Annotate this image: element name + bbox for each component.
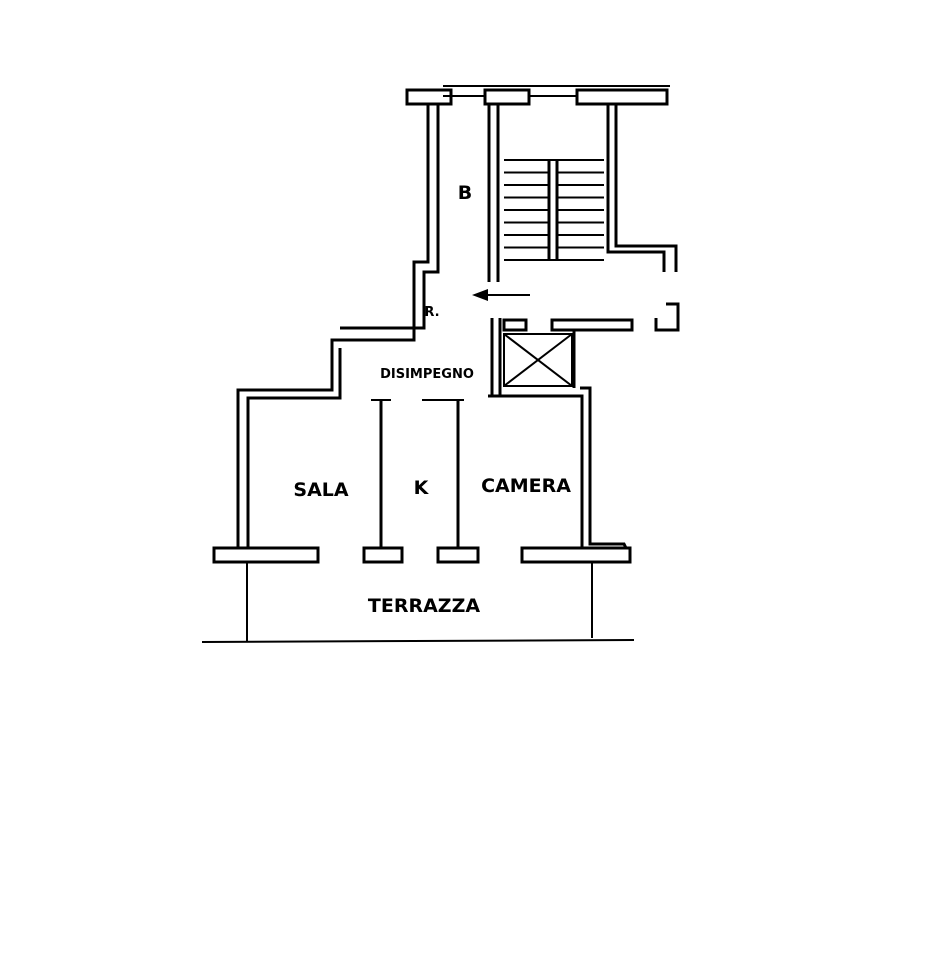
room-label-bathroom: B	[458, 182, 472, 204]
room-label-living-room: SALA	[293, 479, 348, 501]
stair-treads	[504, 171, 604, 249]
terrace-outline	[201, 562, 635, 643]
bedroom-walls	[488, 386, 632, 557]
partitions	[371, 399, 464, 548]
top-wall	[405, 85, 670, 106]
crossed-box-icon	[490, 318, 634, 396]
room-label-storage: R.	[424, 305, 439, 320]
room-label-bedroom: CAMERA	[481, 475, 571, 497]
room-label-hallway: DISIMPEGNO	[380, 367, 474, 382]
room-label-kitchen: K	[414, 477, 430, 499]
bathroom-walls	[236, 104, 500, 560]
entrance-door-jamb	[654, 302, 680, 332]
arrow-left-icon	[472, 289, 530, 301]
room-label-terrace: TERRAZZA	[368, 595, 480, 617]
bottom-wall	[212, 546, 632, 564]
stairwell	[504, 104, 678, 272]
